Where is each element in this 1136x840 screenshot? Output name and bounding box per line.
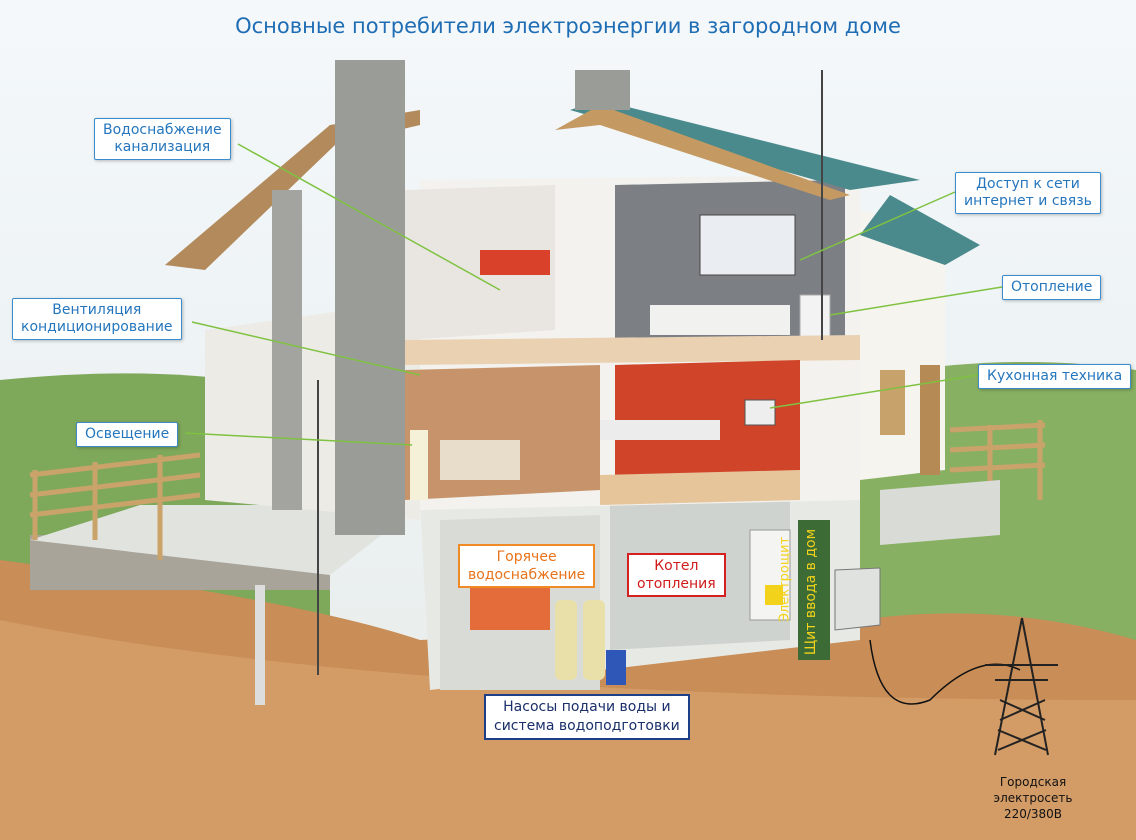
bed — [650, 305, 790, 335]
label-water-supply: Водоснабжение канализация — [94, 118, 231, 160]
label-boiler: Котел отопления — [627, 553, 726, 597]
stone-pillar — [272, 190, 302, 510]
label-ventilation-line1: Вентиляция — [52, 302, 142, 318]
label-pumps-line1: Насосы подачи воды и — [503, 699, 671, 715]
label-water-supply-line1: Водоснабжение — [103, 122, 222, 138]
sofa — [440, 440, 520, 480]
label-ventilation: Вентиляция кондиционирование — [12, 298, 182, 340]
bathroom-accent — [480, 250, 550, 275]
tv-screen — [699, 214, 796, 276]
fence-right — [949, 420, 1046, 500]
roof-main — [570, 100, 920, 190]
blue-tank — [606, 650, 626, 685]
chimney-right — [575, 70, 630, 110]
label-panel: Щит ввода в дом — [803, 528, 819, 656]
page-title: Основные потребители электроэнергии в за… — [235, 14, 901, 38]
label-boiler-line1: Котел — [654, 558, 699, 574]
label-city-grid-line3: 220/380В — [1003, 807, 1063, 821]
window-right — [880, 370, 905, 435]
label-pumps-line2: система водоподготовки — [494, 718, 680, 734]
label-heating: Отопление — [1002, 275, 1102, 300]
steps — [880, 480, 1000, 545]
label-internet-line1: Доступ к сети — [976, 176, 1080, 192]
label-boiler-line2: отопления — [637, 576, 716, 592]
warning-sign — [765, 585, 783, 605]
kitchen-floor — [600, 470, 800, 505]
fence-left — [29, 452, 201, 560]
label-ventilation-line2: кондиционирование — [21, 319, 173, 335]
leader-lines — [184, 143, 1003, 446]
label-panel-sign: Электрощит — [777, 536, 793, 623]
oven — [744, 399, 776, 426]
door-right — [920, 365, 940, 475]
label-city-grid-line1: Городская — [999, 775, 1067, 789]
power-pylon — [985, 617, 1058, 756]
floor-lamp — [410, 430, 428, 500]
filter-tank-2 — [583, 600, 605, 680]
roof-left-eave — [165, 110, 420, 270]
floor-slab — [400, 335, 860, 365]
filter-tank-1 — [555, 600, 577, 680]
kitchen-counter — [600, 420, 720, 440]
label-internet: Доступ к сети интернет и связь — [955, 172, 1101, 214]
label-pumps: Насосы подачи воды и система водоподгото… — [484, 694, 690, 740]
label-hot-water-line2: водоснабжение — [468, 567, 586, 583]
roof-right — [860, 195, 980, 265]
label-hot-water: Горячее водоснабжение — [458, 544, 596, 588]
label-internet-line2: интернет и связь — [964, 193, 1092, 209]
label-lighting: Освещение — [76, 422, 179, 447]
label-city-grid: Городская электросеть 220/380В — [978, 774, 1088, 822]
water-heater — [470, 580, 550, 630]
electric-panel-board — [798, 520, 830, 660]
stone-chimney — [335, 60, 405, 535]
meter-box — [834, 567, 881, 631]
label-kitchen: Кухонная техника — [978, 364, 1132, 389]
label-hot-water-line1: Горячее — [496, 549, 557, 565]
label-city-grid-line2: электросеть — [993, 791, 1073, 805]
roof-fascia — [555, 105, 850, 200]
label-water-supply-line2: канализация — [114, 139, 211, 155]
terrace-floor — [30, 505, 420, 575]
